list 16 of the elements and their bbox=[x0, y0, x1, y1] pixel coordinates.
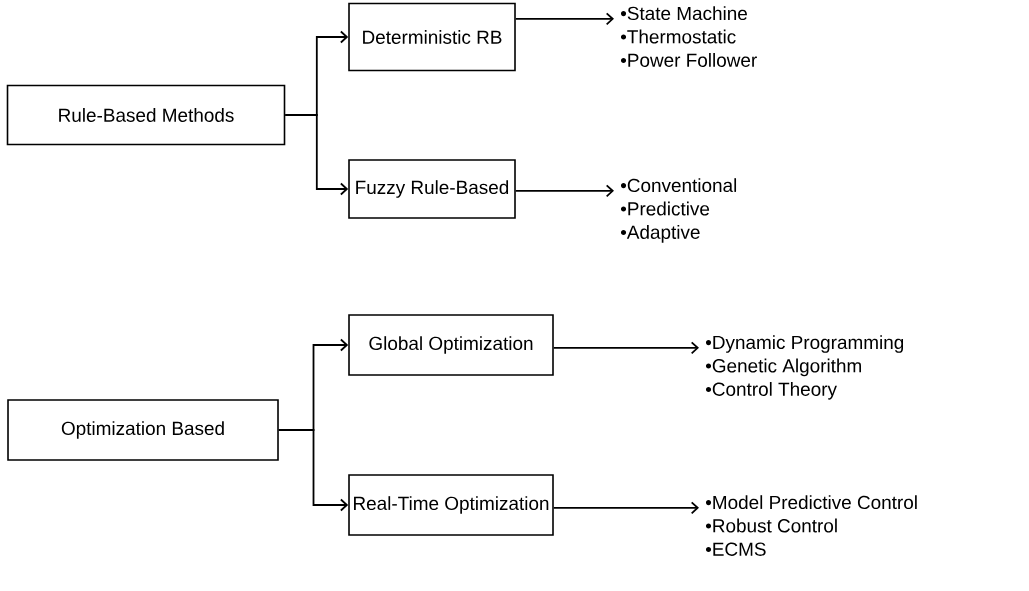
bullet-list: •Model Predictive Control •Robust Control •ECMS bbox=[705, 495, 917, 556]
arrow bbox=[284, 114, 349, 196]
process-box: Optimization Based bbox=[7, 399, 279, 461]
process-box: Real-Time Optimization bbox=[348, 474, 554, 536]
process-box: Global Optimization bbox=[348, 314, 554, 376]
bullet-list: •Dynamic Programming •Genetic Algorithm •Control Theory bbox=[705, 335, 904, 400]
process-box: Fuzzy Rule-Based bbox=[348, 159, 516, 219]
process-box: Rule-Based Methods bbox=[6, 84, 286, 146]
arrow bbox=[552, 341, 699, 355]
arrow bbox=[514, 184, 614, 198]
bullet-list: •Conventional •Predictive •Adaptive bbox=[620, 178, 737, 243]
bullet-list: •State Machine •Thermostatic •Power Follower bbox=[620, 6, 757, 67]
arrow bbox=[277, 429, 349, 512]
arrow bbox=[552, 501, 699, 515]
process-box: Deterministic RB bbox=[348, 2, 516, 72]
arrow bbox=[514, 12, 614, 26]
